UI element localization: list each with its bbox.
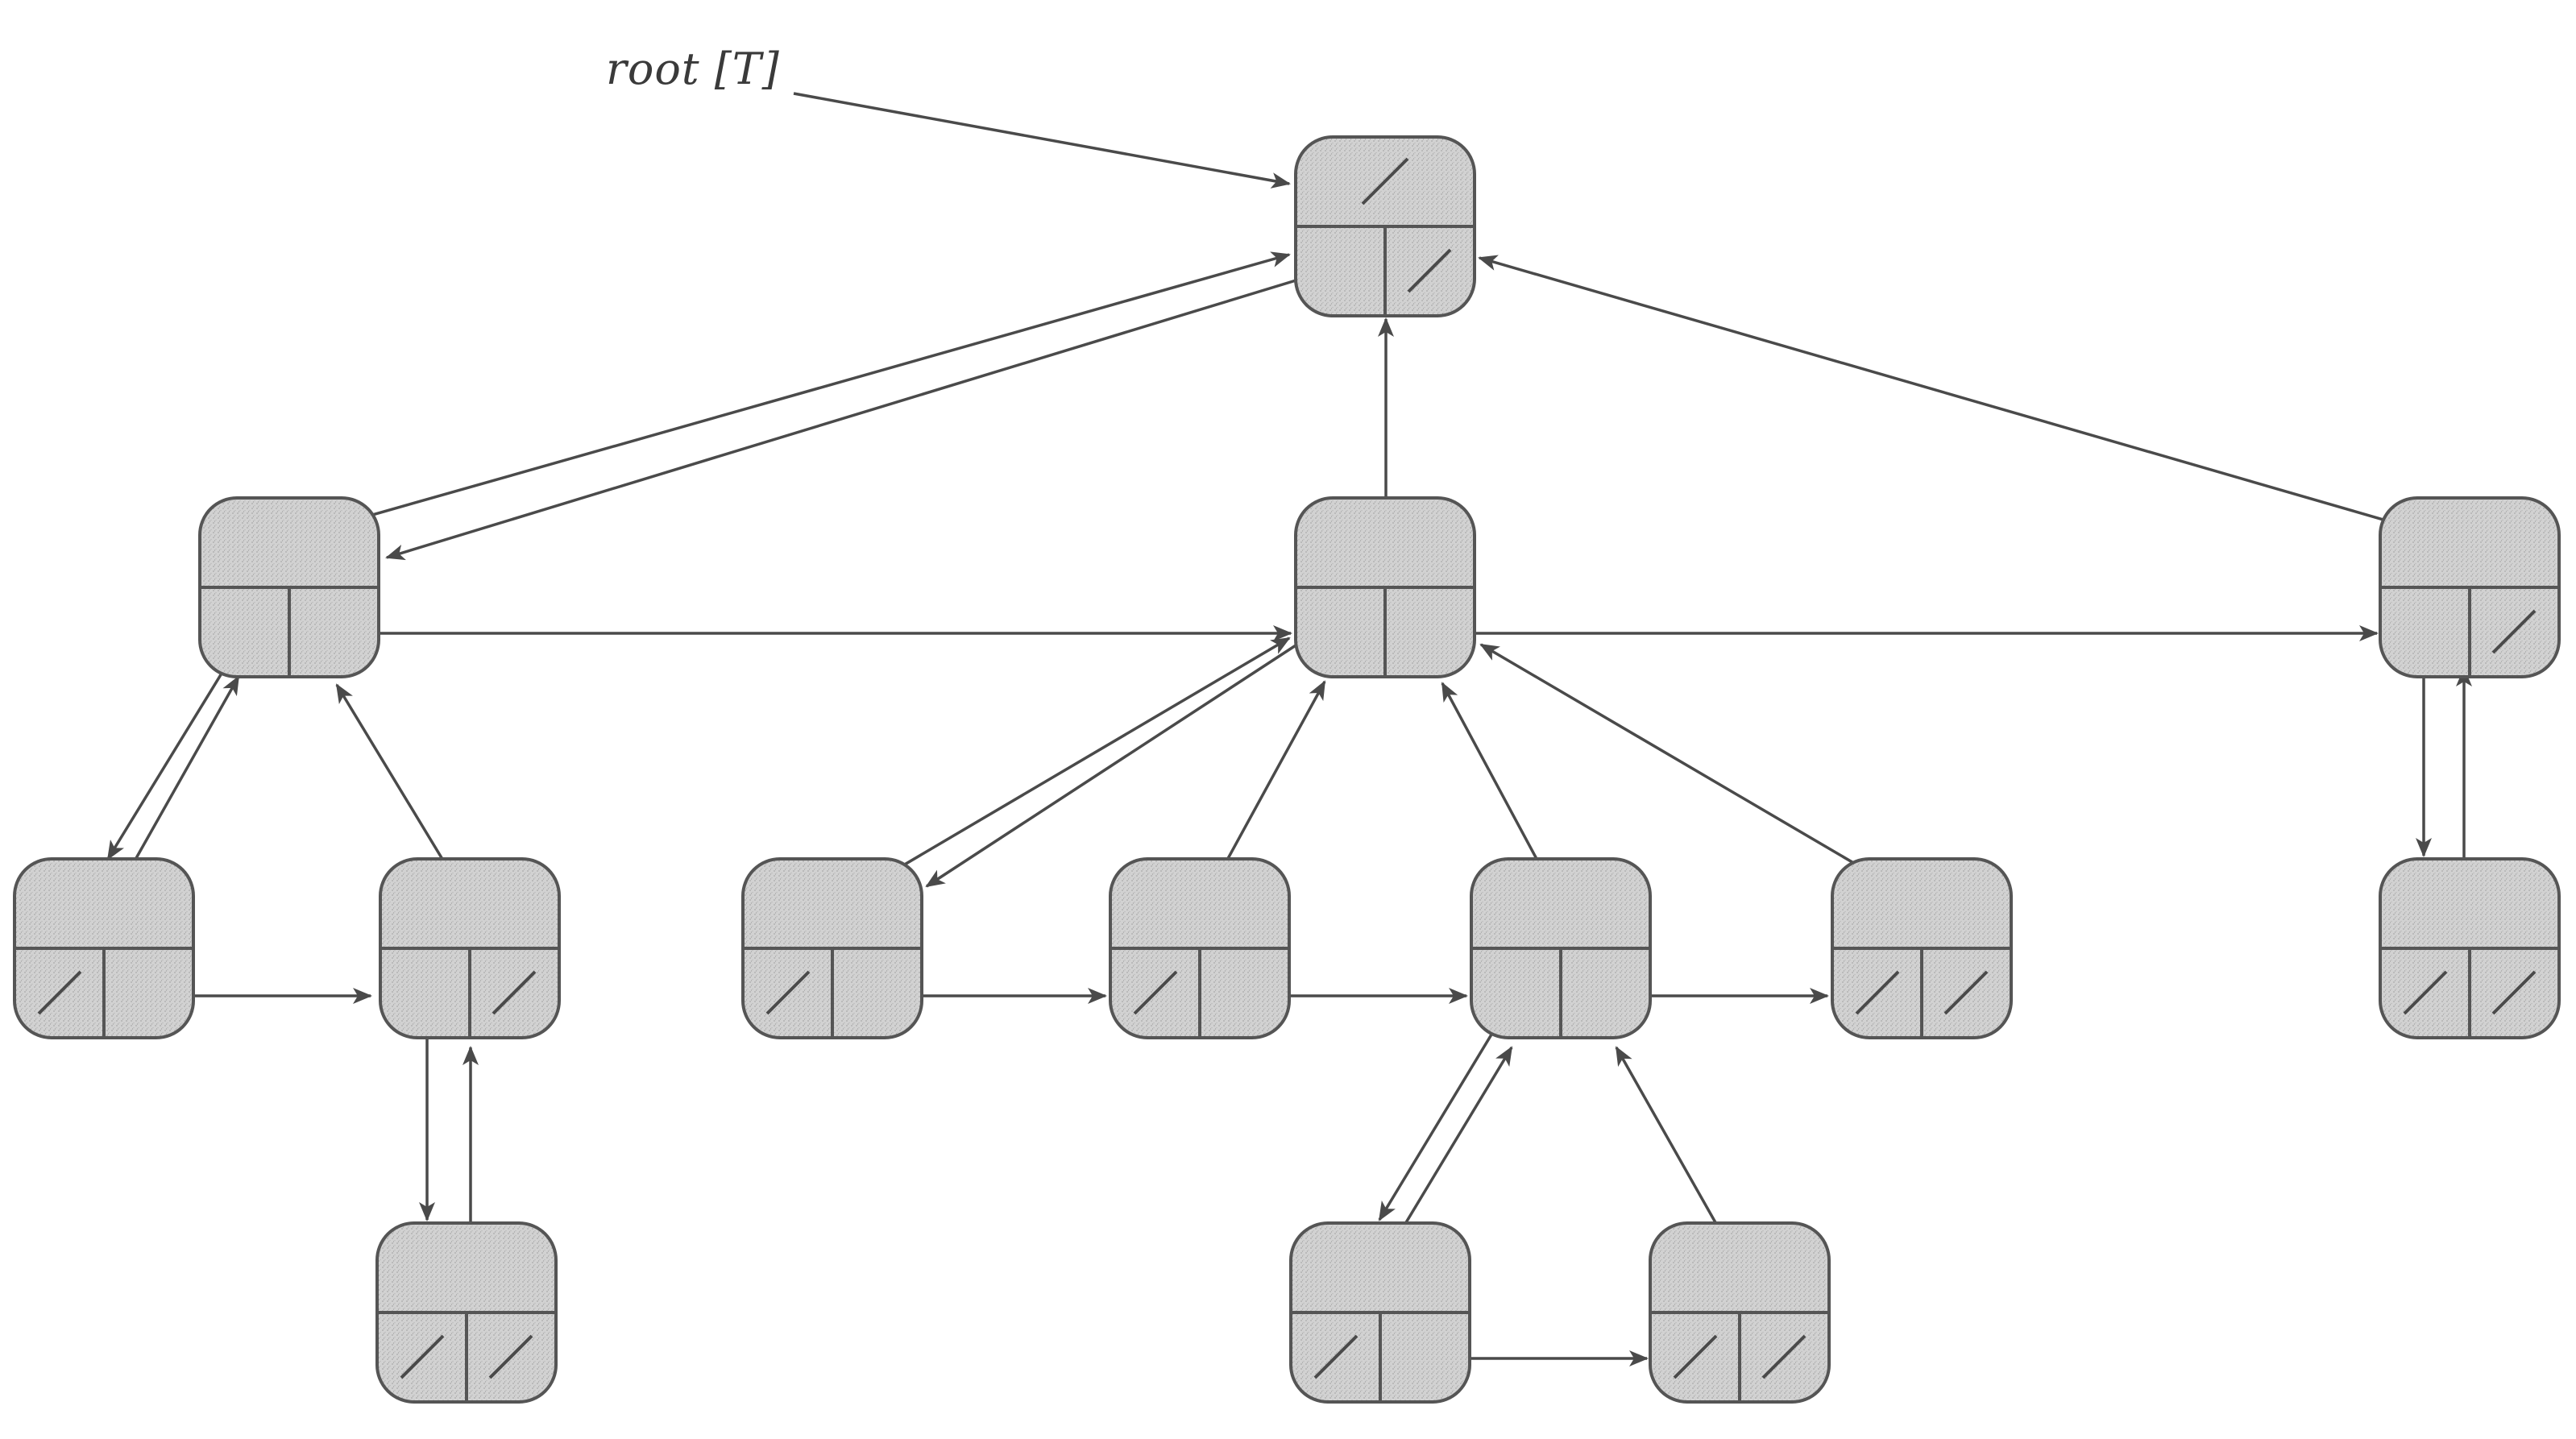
parent-pointer-a: [289, 251, 1291, 540]
root-pointer-arrow: [793, 92, 1291, 189]
tree-node-b: [1294, 496, 1476, 678]
nil-left-child-slash: [400, 1334, 445, 1379]
tree-node-f: [741, 857, 923, 1039]
tree-node-i: [1831, 857, 2013, 1039]
tree-node-m: [1649, 1221, 1831, 1404]
tree-node-e: [379, 857, 561, 1039]
nil-left-child-slash: [1673, 1334, 1718, 1379]
nil-right-sibling-slash: [2491, 609, 2537, 654]
parent-pointer-f: [834, 637, 1291, 907]
tree-node-root: [1294, 135, 1476, 317]
tree-node-h: [1470, 857, 1652, 1039]
tree-node-g: [1109, 857, 1291, 1039]
nil-right-sibling-slash: [1943, 970, 1989, 1015]
nil-right-sibling-slash: [1407, 248, 1452, 293]
tree-node-j: [2379, 857, 2561, 1039]
nil-right-sibling-slash: [2491, 970, 2537, 1015]
tree-node-k: [375, 1221, 558, 1404]
nil-right-sibling-slash: [1761, 1334, 1807, 1379]
nil-left-child-slash: [1855, 970, 1900, 1015]
nil-left-child-slash: [765, 970, 811, 1015]
left-child-pointer-b: [925, 633, 1313, 888]
tree-node-a: [198, 496, 380, 678]
nil-parent-slash: [1361, 157, 1409, 205]
root-pointer-label: root [T]: [606, 44, 780, 94]
parent-pointer-i: [1479, 643, 1922, 904]
tree-node-l: [1289, 1221, 1471, 1404]
nil-left-child-slash: [1313, 1334, 1359, 1379]
tree-node-c: [2379, 496, 2561, 678]
parent-pointer-c: [1478, 255, 2465, 545]
tree-node-d: [13, 857, 195, 1039]
left-child-pointer-root: [385, 274, 1313, 561]
nil-left-child-slash: [37, 970, 82, 1015]
nil-right-sibling-slash: [488, 1334, 533, 1379]
nil-left-child-slash: [1133, 970, 1178, 1015]
nil-left-child-slash: [2403, 970, 2448, 1015]
left-child-pointer-a: [106, 640, 243, 860]
nil-right-sibling-slash: [492, 970, 537, 1015]
